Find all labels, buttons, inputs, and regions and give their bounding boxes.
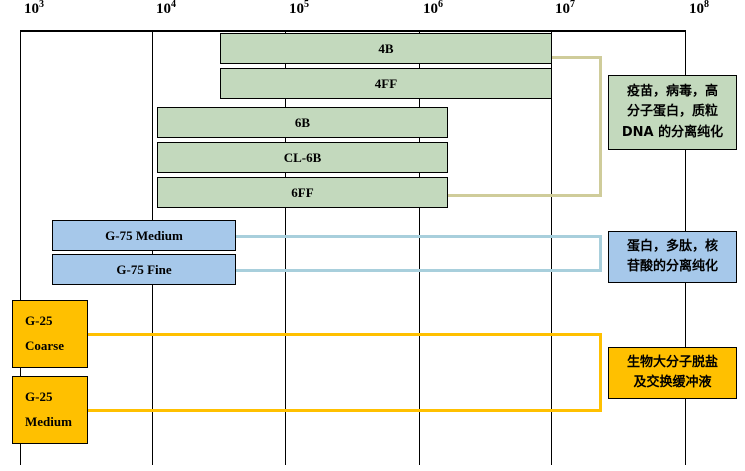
x-axis-line (20, 30, 685, 32)
tick-exponent: 4 (171, 0, 176, 10)
tick-exponent: 7 (570, 0, 575, 10)
bar-label-4ff: 4FF (374, 75, 398, 91)
gridline-1e7 (551, 30, 552, 465)
connector-blue-bottom (234, 269, 602, 272)
callout-yellow-line1: 生物大分子脱盐 (626, 354, 718, 370)
bar-label-g25-coarse-line1: G-25 (25, 313, 53, 329)
bar-g25-coarse[interactable]: G-25 Coarse (12, 300, 88, 368)
bar-4ff[interactable]: 4FF (220, 68, 552, 99)
bar-label-g25-medium-line1: G-25 (25, 389, 53, 405)
callout-green-line3: DNA 的分离纯化 (621, 124, 724, 140)
callout-blue-applications: 蛋白，多肽，核 苷酸的分离纯化 (608, 231, 737, 283)
tick-label-1e7: 107 (555, 0, 575, 17)
bar-4b[interactable]: 4B (220, 33, 552, 64)
bar-g75-medium[interactable]: G-75 Medium (52, 220, 236, 251)
bar-g75-fine[interactable]: G-75 Fine (52, 254, 236, 285)
tick-base: 10 (689, 1, 704, 17)
tick-label-1e3: 103 (24, 0, 44, 17)
tick-base: 10 (423, 1, 438, 17)
connector-blue-top (234, 235, 602, 238)
gridline-1e5 (285, 30, 286, 465)
connector-green-vertical (599, 56, 602, 196)
bar-cl-6b[interactable]: CL-6B (157, 142, 448, 173)
tick-exponent: 5 (304, 0, 309, 10)
callout-yellow-applications: 生物大分子脱盐 及交换缓冲液 (608, 347, 737, 399)
tick-base: 10 (555, 1, 570, 17)
bar-label-4b: 4B (378, 40, 394, 56)
callout-green-line2: 分子蛋白，质粒 (626, 104, 718, 120)
bar-label-6b: 6B (294, 114, 311, 130)
tick-label-1e6: 106 (423, 0, 443, 17)
connector-yellow-bottom (86, 409, 602, 412)
bar-label-6ff: 6FF (291, 184, 314, 200)
tick-label-1e5: 105 (289, 0, 309, 17)
callout-yellow-line2: 及交换缓冲液 (633, 375, 712, 390)
tick-base: 10 (24, 1, 39, 17)
bar-label-group-g25-medium: G-25 Medium (25, 377, 87, 443)
connector-green-top (550, 56, 602, 59)
bar-label-group-g25-coarse: G-25 Coarse (25, 301, 87, 367)
bar-6b[interactable]: 6B (157, 107, 448, 138)
tick-base: 10 (156, 1, 171, 17)
tick-label-1e8: 108 (689, 0, 709, 17)
bar-6ff[interactable]: 6FF (157, 177, 448, 208)
tick-exponent: 3 (39, 0, 44, 10)
bar-g25-medium[interactable]: G-25 Medium (12, 376, 88, 444)
connector-green-bottom (446, 194, 602, 197)
bar-label-g75-medium: G-75 Medium (105, 227, 183, 243)
bar-label-cl-6b: CL-6B (283, 149, 322, 165)
gridline-1e6 (419, 30, 420, 465)
bar-label-g75-fine: G-75 Fine (116, 261, 172, 277)
callout-blue-line2: 苷酸的分离纯化 (626, 259, 718, 274)
tick-label-1e4: 104 (156, 0, 176, 17)
tick-exponent: 6 (438, 0, 443, 10)
connector-yellow-top (86, 333, 602, 336)
tick-base: 10 (289, 1, 304, 17)
callout-blue-line1: 蛋白，多肽，核 (626, 238, 718, 254)
connector-yellow-vertical (599, 333, 602, 409)
tick-exponent: 8 (704, 0, 709, 10)
bar-label-g25-coarse-line2: Coarse (25, 338, 64, 353)
gridline-1e3 (20, 30, 21, 465)
bar-label-g25-medium-line2: Medium (25, 414, 72, 429)
connector-blue-vertical (599, 235, 602, 269)
callout-green-line1: 疫苗，病毒，高 (626, 84, 718, 100)
callout-green-applications: 疫苗，病毒，高 分子蛋白，质粒 DNA 的分离纯化 (608, 75, 737, 150)
